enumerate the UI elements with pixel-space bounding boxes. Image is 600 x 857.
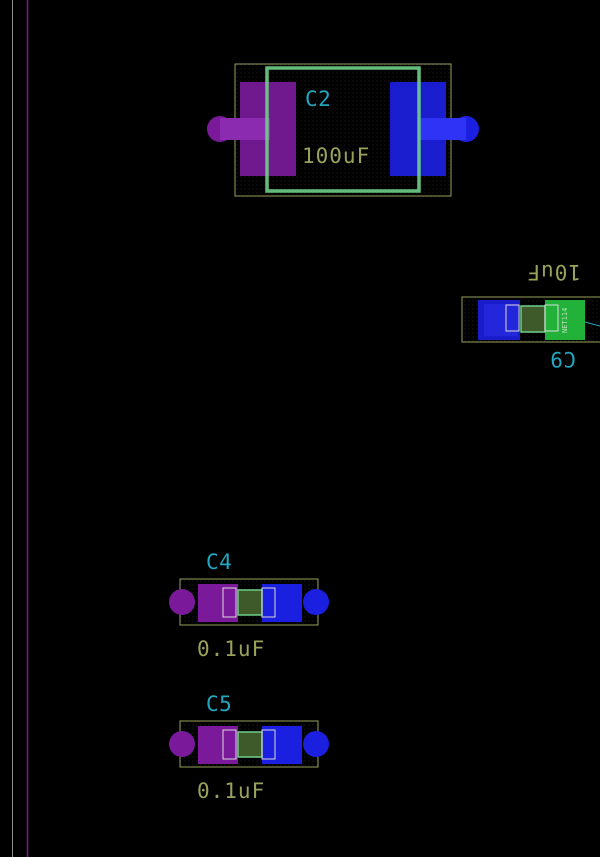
c9-body (520, 305, 546, 333)
c2-value: 100uF (302, 144, 370, 168)
c5-pad-outline-left (222, 729, 237, 760)
c4-pad-outline-right (261, 587, 276, 618)
c5-value: 0.1uF (197, 779, 265, 803)
c5-pad-1[interactable] (198, 726, 238, 764)
c5-pad-outline-right (261, 729, 276, 760)
component-c5[interactable]: C5 0.1uF (169, 692, 329, 803)
c2-courtyard (265, 66, 421, 193)
c5-designator: C5 (206, 692, 232, 716)
c2-pad-1-stub (220, 118, 270, 140)
c5-body (237, 731, 263, 758)
c5-pad-2-tail[interactable] (303, 731, 329, 757)
c9-pad-outline-right (544, 304, 559, 332)
c9-trace (584, 321, 600, 327)
c4-designator: C4 (206, 550, 232, 574)
c2-pad-2-stub (418, 118, 466, 140)
c4-pad-1[interactable] (198, 584, 238, 622)
c4-pad-1-tail[interactable] (169, 589, 195, 615)
component-c9[interactable]: NET114 10uF C9 (461, 260, 600, 371)
c5-pad-1-tail[interactable] (169, 731, 195, 757)
c9-pad-2[interactable] (545, 300, 585, 340)
c2-designator: C2 (305, 87, 331, 111)
c4-value: 0.1uF (197, 637, 265, 661)
c9-designator: C9 (550, 347, 576, 371)
component-c4[interactable]: C4 0.1uF (169, 550, 329, 661)
c5-pad-2[interactable] (262, 726, 302, 764)
c4-body (237, 589, 263, 616)
c4-pad-outline-left (222, 587, 237, 618)
c9-value: 10uF (526, 260, 581, 284)
c9-pad-outline-left (505, 304, 520, 332)
component-c2[interactable]: C2 100uF (207, 63, 479, 197)
c4-pad-2-tail[interactable] (303, 589, 329, 615)
c4-pad-2[interactable] (262, 584, 302, 622)
c9-net-label: NET114 (561, 308, 569, 333)
